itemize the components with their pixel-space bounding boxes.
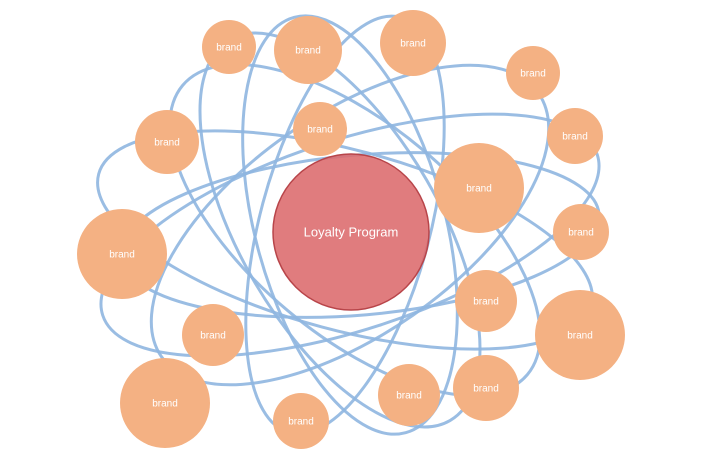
- brand-label: brand: [396, 391, 422, 402]
- brand-label: brand: [200, 331, 226, 342]
- brand-label: brand: [152, 399, 178, 410]
- brand-label: brand: [295, 46, 321, 57]
- brand-label: brand: [400, 39, 426, 50]
- brand-node: brand: [535, 290, 625, 380]
- brand-node: brand: [293, 102, 347, 156]
- brand-label: brand: [307, 125, 333, 136]
- brand-label: brand: [154, 138, 180, 149]
- brand-label: brand: [216, 43, 242, 54]
- brand-nodes: brand brand brand brand brand brand bran…: [77, 10, 625, 449]
- hub-loyalty-program: Loyalty Program: [272, 153, 430, 311]
- brand-node: brand: [273, 393, 329, 449]
- brand-node: brand: [120, 358, 210, 448]
- brand-label: brand: [520, 69, 546, 80]
- brand-node: brand: [274, 16, 342, 84]
- brand-label: brand: [109, 250, 135, 261]
- brand-node: brand: [202, 20, 256, 74]
- brand-node: brand: [77, 209, 167, 299]
- brand-label: brand: [466, 184, 492, 195]
- brand-label: brand: [562, 132, 588, 143]
- brand-label: brand: [568, 228, 594, 239]
- brand-label: brand: [473, 297, 499, 308]
- brand-node: brand: [553, 204, 609, 260]
- brand-node: brand: [453, 355, 519, 421]
- hub-label: Loyalty Program: [304, 224, 399, 239]
- brand-label: brand: [288, 417, 314, 428]
- brand-label: brand: [567, 331, 593, 342]
- brand-node: brand: [182, 304, 244, 366]
- brand-node: brand: [506, 46, 560, 100]
- orbit-line: [168, 63, 542, 397]
- brand-node: brand: [547, 108, 603, 164]
- brand-node: brand: [455, 270, 517, 332]
- brand-node: brand: [434, 143, 524, 233]
- brand-node: brand: [135, 110, 199, 174]
- brand-label: brand: [473, 384, 499, 395]
- brand-node: brand: [378, 364, 440, 426]
- brand-node: brand: [380, 10, 446, 76]
